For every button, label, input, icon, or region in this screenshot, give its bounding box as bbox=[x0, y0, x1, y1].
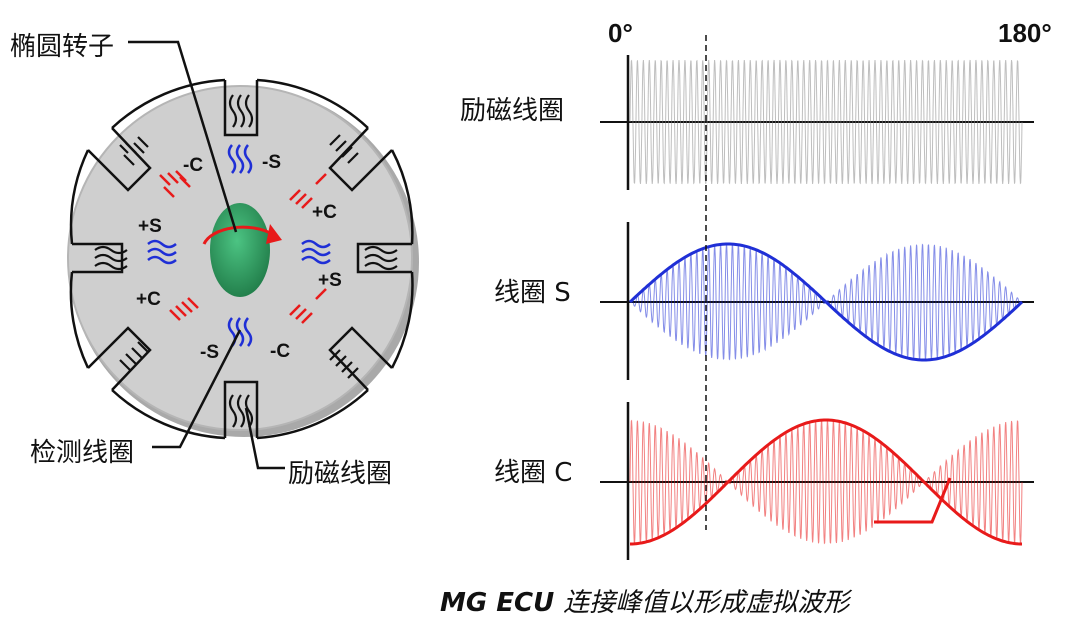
coil-sign-plus-s-left: +S bbox=[138, 216, 162, 237]
angle-end-label: 180° bbox=[998, 18, 1052, 48]
excitation-carrier bbox=[629, 59, 1023, 185]
coil-sign-plus-c-right: +C bbox=[312, 202, 337, 223]
caption: MG ECU 连接峰值以形成虚拟波形 bbox=[440, 582, 849, 619]
coil-sign-minus-s-top: -S bbox=[262, 152, 281, 173]
rotor-leader-line bbox=[128, 40, 238, 233]
s-coils bbox=[147, 144, 331, 347]
coil-sign-minus-s-bottom: -S bbox=[200, 342, 219, 363]
c-envelope bbox=[630, 418, 1022, 546]
coil-sign-plus-s-right: +S bbox=[318, 270, 342, 291]
s-envelope bbox=[628, 242, 1024, 362]
coil-sign-minus-c-bottom: -C bbox=[270, 341, 290, 362]
excitation-wave-label: 励磁线圈 bbox=[460, 96, 565, 126]
excitation-coils bbox=[94, 94, 398, 428]
angle-start-label: 0° bbox=[608, 18, 633, 48]
coil-sign-minus-c-top: -C bbox=[183, 155, 203, 176]
c-peak-pointer bbox=[874, 477, 952, 524]
c-coils bbox=[159, 170, 327, 324]
s-wave-label: 线圈 S bbox=[494, 278, 571, 308]
rotation-arrowhead bbox=[266, 224, 282, 244]
elliptical-rotor bbox=[210, 203, 270, 297]
detect-coil-label: 检测线圈 bbox=[30, 438, 135, 468]
caption-chinese: 连接峰值以形成虚拟波形 bbox=[563, 588, 850, 618]
detect-coil-leader-line bbox=[152, 329, 242, 449]
excite-coil-leader-line bbox=[244, 407, 285, 470]
rotation-arrow bbox=[202, 225, 273, 245]
caption-latin: MG ECU bbox=[440, 588, 555, 618]
rotor-label: 椭圆转子 bbox=[10, 32, 115, 62]
c-wave-label: 线圈 C bbox=[494, 458, 573, 488]
coil-sign-plus-c-left: +C bbox=[136, 289, 161, 310]
waveform-area bbox=[600, 35, 1034, 560]
stator-outline bbox=[69, 78, 414, 440]
excite-coil-label: 励磁线圈 bbox=[288, 459, 393, 489]
c-carrier bbox=[629, 419, 1023, 545]
